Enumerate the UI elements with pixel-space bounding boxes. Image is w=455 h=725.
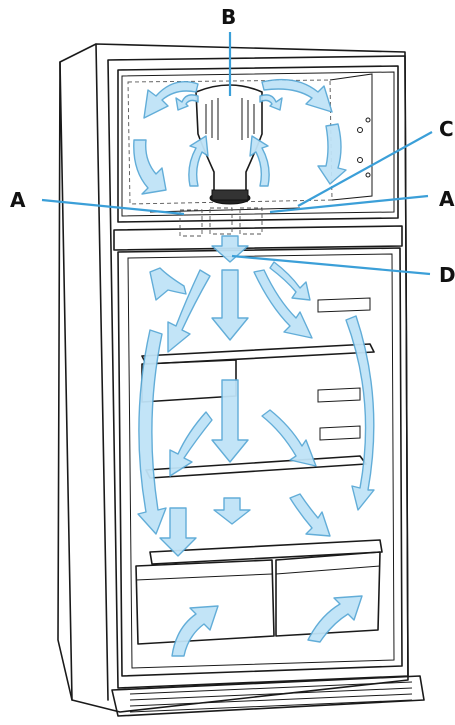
airflow-arrow: [159, 507, 197, 557]
label-d: D: [439, 263, 455, 287]
label-a-right: A: [439, 187, 455, 211]
airflow-arrow: [188, 135, 209, 187]
leader-lines: [41, 32, 433, 276]
airflow-arrow: [211, 269, 249, 341]
airflow-arrow: [175, 94, 199, 111]
airflow-arrow: [171, 605, 219, 657]
airflow-arrow: [167, 269, 211, 353]
airflow-arrow: [211, 235, 249, 263]
airflow-arrow: [253, 269, 313, 339]
airflow-arrows: [133, 78, 375, 657]
leader-line-a-left: [41, 198, 185, 216]
callout-labels: A A B C D: [10, 5, 455, 287]
airflow-arrow: [137, 329, 167, 535]
airflow-arrow: [213, 497, 251, 525]
airflow-arrow: [133, 139, 167, 195]
airflow-arrow: [307, 595, 363, 643]
airflow-arrow: [261, 409, 317, 467]
label-b: B: [221, 5, 236, 29]
airflow-arrow: [211, 379, 249, 463]
airflow-arrow: [317, 123, 347, 185]
airflow-arrow: [259, 94, 283, 111]
airflow-arrow: [169, 411, 213, 477]
airflow-arrow: [345, 315, 375, 511]
evaporator-fan-housing: [195, 84, 263, 205]
airflow-arrow: [143, 81, 199, 119]
leader-line-c: [297, 131, 433, 207]
airflow-arrow: [249, 135, 270, 187]
airflow-arrow: [269, 261, 311, 301]
airflow-arrow: [289, 493, 331, 537]
leader-line-a-right: [269, 194, 429, 214]
leader-line-d: [231, 254, 431, 276]
refrigerator-cabinet: [57, 43, 425, 717]
airflow-arrow: [261, 78, 333, 113]
airflow-arrow: [149, 267, 187, 301]
label-a-left: A: [10, 188, 26, 212]
label-c: C: [439, 117, 454, 141]
